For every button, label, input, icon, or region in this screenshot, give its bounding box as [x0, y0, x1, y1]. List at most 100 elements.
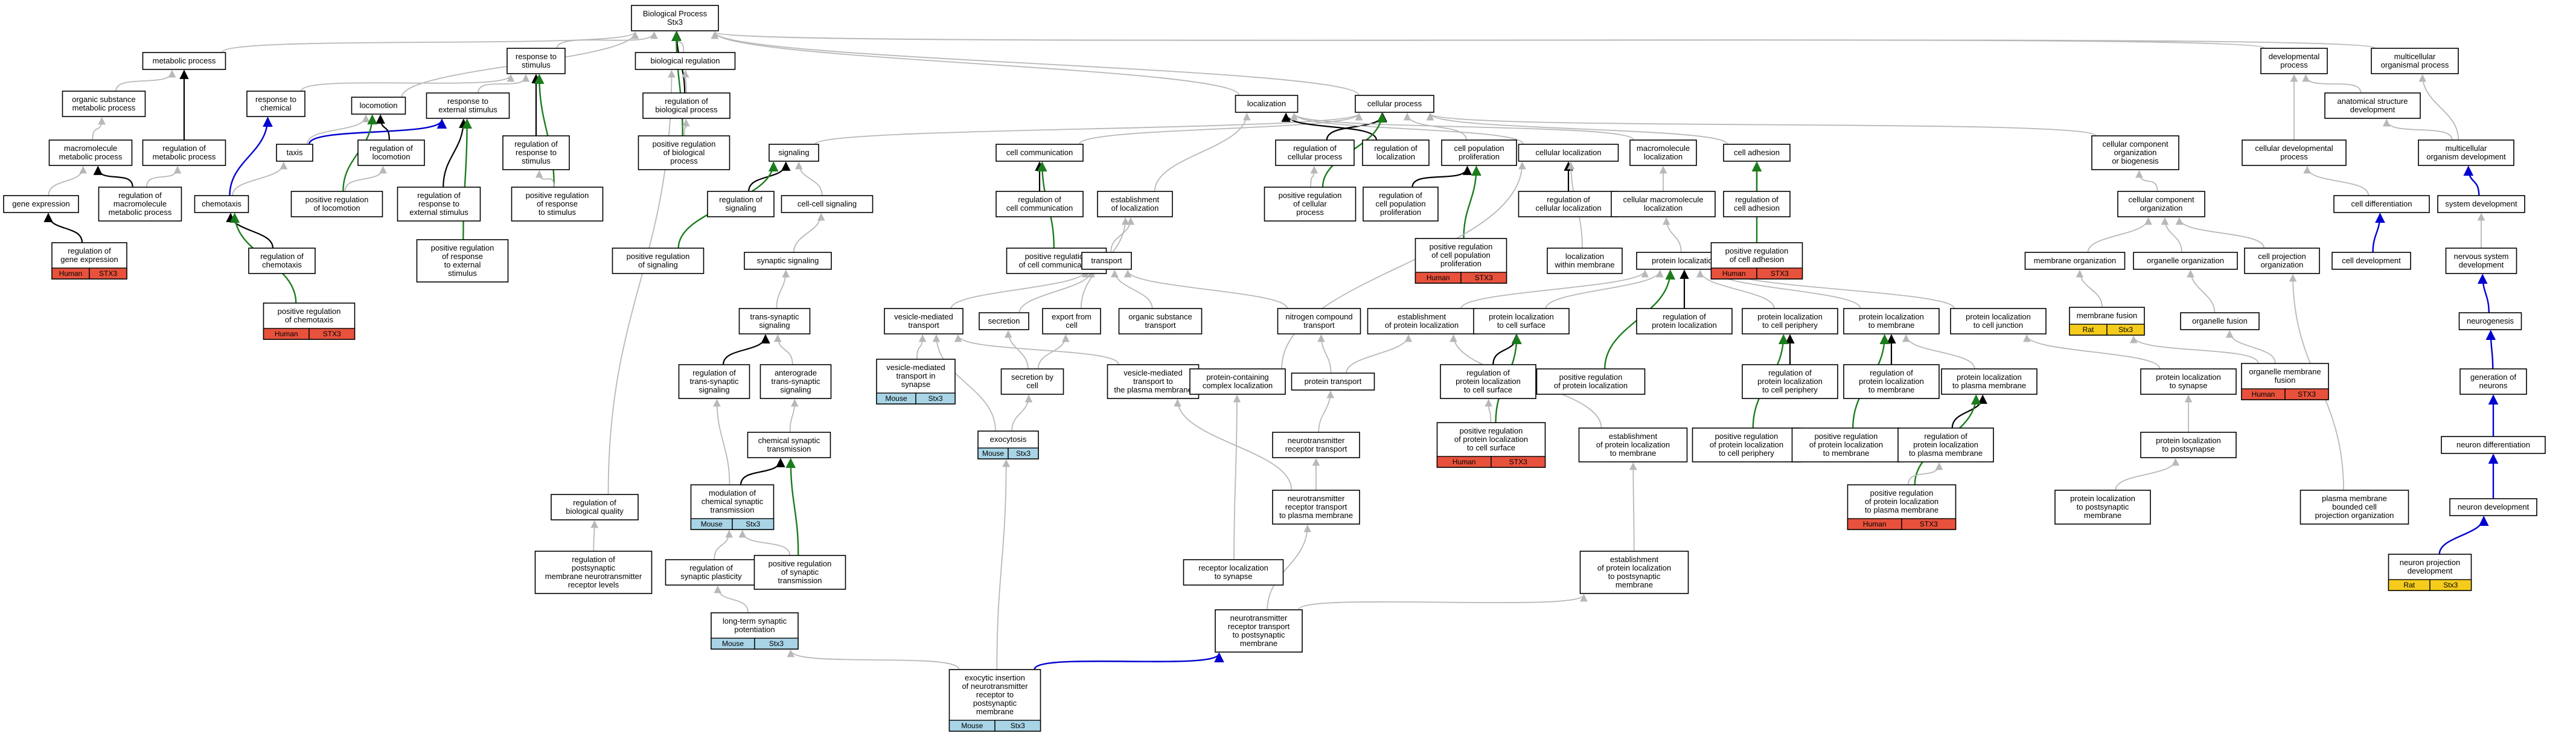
go-term-localization[interactable]: localization [1235, 95, 1299, 113]
go-term-cellular-process[interactable]: cellular process [1355, 95, 1434, 113]
go-term-metabolic[interactable]: metabolic process [142, 52, 226, 70]
go-term-synaptic-signaling[interactable]: synaptic signaling [744, 252, 832, 270]
go-term-cell-cell-signaling[interactable]: cell-cell signaling [781, 195, 874, 213]
go-term-chemotaxis[interactable]: chemotaxis [194, 195, 249, 213]
go-term-cell-development[interactable]: cell development [2332, 252, 2411, 270]
go-term-secretion[interactable]: secretion [979, 312, 1029, 330]
go-term-biological-regulation[interactable]: biological regulation [634, 52, 736, 70]
go-term-gene-expression[interactable]: gene expression [3, 195, 79, 213]
go-term-locomotion[interactable]: locomotion [351, 97, 406, 115]
go-term-taxis[interactable]: taxis [276, 144, 313, 162]
go-term-organelle-fusion[interactable]: organelle fusion [2180, 312, 2260, 330]
go-term-cellular-localization[interactable]: cellular localization [1518, 144, 1619, 162]
go-term-signaling[interactable]: signaling [769, 144, 819, 162]
go-term-protein-transport[interactable]: protein transport [1291, 373, 1375, 391]
go-term-cell-differentiation[interactable]: cell differentiation [2333, 195, 2430, 213]
go-term-membrane-organization[interactable]: membrane organization [2024, 252, 2126, 270]
go-term-system-development[interactable]: system development [2437, 195, 2525, 213]
go-term-transport[interactable]: transport [1081, 252, 1132, 270]
go-term-neuron-differentiation[interactable]: neuron differentiation [2441, 436, 2546, 454]
go-term-neurogenesis[interactable]: neurogenesis [2458, 312, 2522, 330]
go-term-neuron-development[interactable]: neuron development [2449, 498, 2537, 516]
go-term-cell-adhesion[interactable]: cell adhesion [1723, 144, 1791, 162]
